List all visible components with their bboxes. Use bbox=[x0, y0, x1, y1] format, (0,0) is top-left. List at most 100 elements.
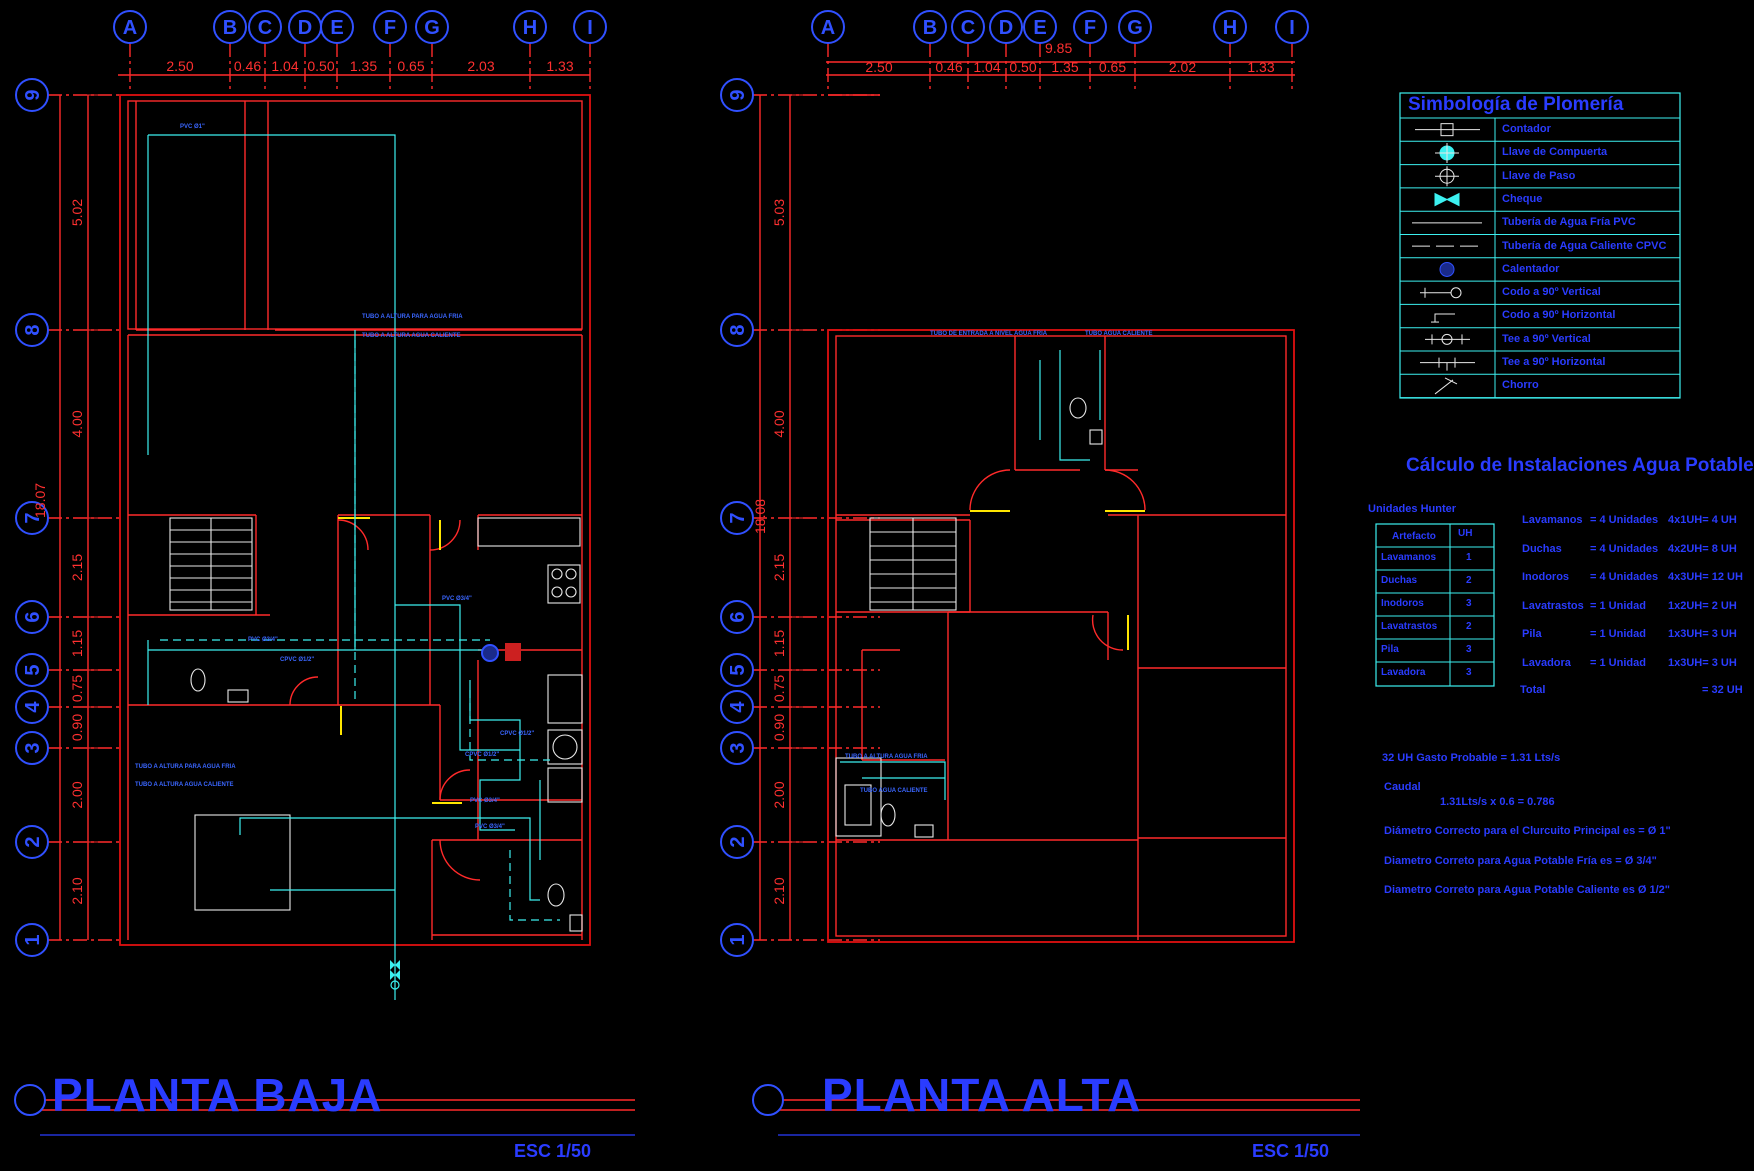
legend-label: Codo a 90º Vertical bbox=[1502, 286, 1601, 299]
svg-text:CPVC Ø1/2": CPVC Ø1/2" bbox=[280, 657, 314, 663]
svg-text:PVC Ø3/4": PVC Ø3/4" bbox=[248, 637, 278, 643]
svg-text:5: 5 bbox=[727, 664, 749, 675]
svg-text:4: 4 bbox=[22, 701, 44, 713]
grid-bubble-col-D: D bbox=[989, 10, 1023, 44]
svg-text:I: I bbox=[587, 17, 593, 39]
grid-bubble-col-D: D bbox=[288, 10, 322, 44]
svg-text:PVC Ø3/4": PVC Ø3/4" bbox=[470, 798, 500, 804]
grid-bubble-row-7: 7 bbox=[15, 501, 49, 535]
grid-bubble-row-5: 5 bbox=[720, 653, 754, 687]
svg-text:D: D bbox=[999, 17, 1013, 39]
grid-bubble-row-4: 4 bbox=[720, 690, 754, 724]
heater-icon bbox=[1439, 261, 1455, 277]
grid-bubble-col-C: C bbox=[951, 10, 985, 44]
dim-top: 0.65 bbox=[1099, 59, 1126, 75]
legend-label: Cheque bbox=[1502, 192, 1543, 205]
dim-top: 2.50 bbox=[865, 59, 892, 75]
svg-text:B: B bbox=[923, 17, 937, 39]
elbow-horizontal-icon bbox=[1431, 313, 1455, 323]
dim-left: 0.75 bbox=[771, 675, 787, 702]
dim-top: 1.35 bbox=[350, 58, 377, 74]
svg-text:C: C bbox=[961, 17, 975, 39]
check-valve-icon bbox=[1434, 192, 1460, 207]
grid-bubble-col-B: B bbox=[213, 10, 247, 44]
hunter-artefacto: Inodoros bbox=[1381, 598, 1424, 609]
tee-vertical-icon bbox=[1425, 333, 1470, 345]
grid-bubble-row-1: 1 bbox=[15, 923, 49, 957]
calc-diam1: Diámetro Correcto para el Clurcuito Prin… bbox=[1384, 825, 1671, 837]
planta-alta-plan: TUBO DE ENTRADA A NIVEL AGUA FRIA TUBO A… bbox=[753, 43, 1295, 943]
grid-bubble-col-F: F bbox=[1073, 10, 1107, 44]
dim-left: 2.10 bbox=[69, 877, 85, 904]
calc-line-units: = 1 Unidad bbox=[1590, 656, 1646, 669]
calc-caudal-label: Caudal bbox=[1384, 781, 1421, 793]
dim-left: 0.90 bbox=[69, 714, 85, 741]
dim-top: 1.04 bbox=[973, 59, 1000, 75]
dim-left: 2.15 bbox=[69, 554, 85, 581]
dim-left: 2.00 bbox=[771, 781, 787, 808]
grid-bubble-col-H: H bbox=[513, 10, 547, 44]
legend-label: Chorro bbox=[1502, 379, 1539, 392]
svg-text:D: D bbox=[298, 17, 312, 39]
dim-top: 0.50 bbox=[1009, 59, 1036, 75]
svg-text:B: B bbox=[223, 17, 237, 39]
dim-top: 0.50 bbox=[307, 58, 334, 74]
grid-bubble-col-E: E bbox=[1023, 10, 1057, 44]
dim-left: 1.15 bbox=[69, 630, 85, 657]
calc-line-units: = 1 Unidad bbox=[1590, 628, 1646, 640]
calc-line-units: = 1 Unidad bbox=[1590, 599, 1646, 612]
svg-text:F: F bbox=[1084, 17, 1096, 39]
dim-top: 2.03 bbox=[467, 58, 494, 74]
grid-bubble-row-9: 9 bbox=[15, 78, 49, 112]
stop-valve-icon bbox=[1435, 166, 1459, 187]
grid-bubble-row-5: 5 bbox=[15, 653, 49, 687]
dim-left: 4.00 bbox=[69, 410, 85, 437]
legend-label: Tubería de Agua Caliente CPVC bbox=[1502, 239, 1667, 252]
svg-text:7: 7 bbox=[727, 512, 749, 523]
svg-text:TUBO A ALTURA AGUA CALIENTE: TUBO A ALTURA AGUA CALIENTE bbox=[135, 782, 234, 788]
svg-text:9: 9 bbox=[22, 89, 44, 100]
dim-top: 0.65 bbox=[397, 58, 424, 74]
dim-top: 0.46 bbox=[935, 59, 962, 75]
legend-label: Llave de Compuerta bbox=[1502, 146, 1608, 159]
calc-line-result: 1x3UH= 3 UH bbox=[1668, 628, 1737, 640]
upper-total-width: 9.85 bbox=[1045, 40, 1073, 56]
lower-total-height: 18.07 bbox=[32, 482, 48, 518]
planta-baja-plan: PVC Ø1" TUBO A ALTURA PARA AGUA FRIA TUB… bbox=[48, 43, 591, 1000]
grid-bubble-col-C: C bbox=[248, 10, 282, 44]
svg-text:2: 2 bbox=[727, 836, 749, 847]
legend-label: Llave de Paso bbox=[1502, 169, 1576, 182]
hunter-table bbox=[1375, 523, 1495, 687]
grid-bubble-row-8: 8 bbox=[720, 313, 754, 347]
dim-top: 1.33 bbox=[1247, 59, 1274, 75]
svg-text:CPVC Ø1/2": CPVC Ø1/2" bbox=[500, 731, 534, 737]
svg-text:G: G bbox=[1127, 17, 1143, 39]
svg-text:TUBO DE ENTRADA A NIVEL AGUA F: TUBO DE ENTRADA A NIVEL AGUA FRIA bbox=[930, 331, 1048, 337]
grid-bubble-row-2: 2 bbox=[720, 825, 754, 859]
dim-left: 0.75 bbox=[69, 675, 85, 702]
dim-left: 2.00 bbox=[69, 781, 85, 808]
legend-label: Codo a 90º Horizontal bbox=[1502, 309, 1616, 322]
grid-bubble-row-3: 3 bbox=[15, 731, 49, 765]
grid-bubble-col-A: A bbox=[113, 10, 147, 44]
grid-bubble-col-A: A bbox=[811, 10, 845, 44]
legend-table bbox=[1399, 92, 1681, 399]
dim-top: 2.02 bbox=[1169, 59, 1196, 75]
grid-bubble-col-E: E bbox=[320, 10, 354, 44]
grid-bubble-row-3: 3 bbox=[720, 731, 754, 765]
svg-text:PVC Ø1": PVC Ø1" bbox=[180, 124, 205, 130]
dim-left: 4.00 bbox=[771, 410, 787, 437]
legend-label: Tee a 90º Vertical bbox=[1502, 332, 1591, 345]
grid-bubble-row-6: 6 bbox=[720, 600, 754, 634]
svg-text:8: 8 bbox=[22, 324, 44, 335]
svg-text:2: 2 bbox=[22, 836, 44, 847]
legend-label: Tee a 90º Horizontal bbox=[1502, 356, 1606, 368]
svg-text:G: G bbox=[424, 17, 440, 39]
calc-caudal-value: 1.31Lts/s x 0.6 = 0.786 bbox=[1440, 796, 1555, 808]
hunter-uh: 1 bbox=[1466, 552, 1472, 563]
grid-bubble-col-B: B bbox=[913, 10, 947, 44]
grid-bubble-row-7: 7 bbox=[720, 501, 754, 535]
svg-text:F: F bbox=[384, 17, 396, 39]
hunter-uh: 3 bbox=[1466, 598, 1472, 609]
dim-left: 1.15 bbox=[771, 630, 787, 657]
